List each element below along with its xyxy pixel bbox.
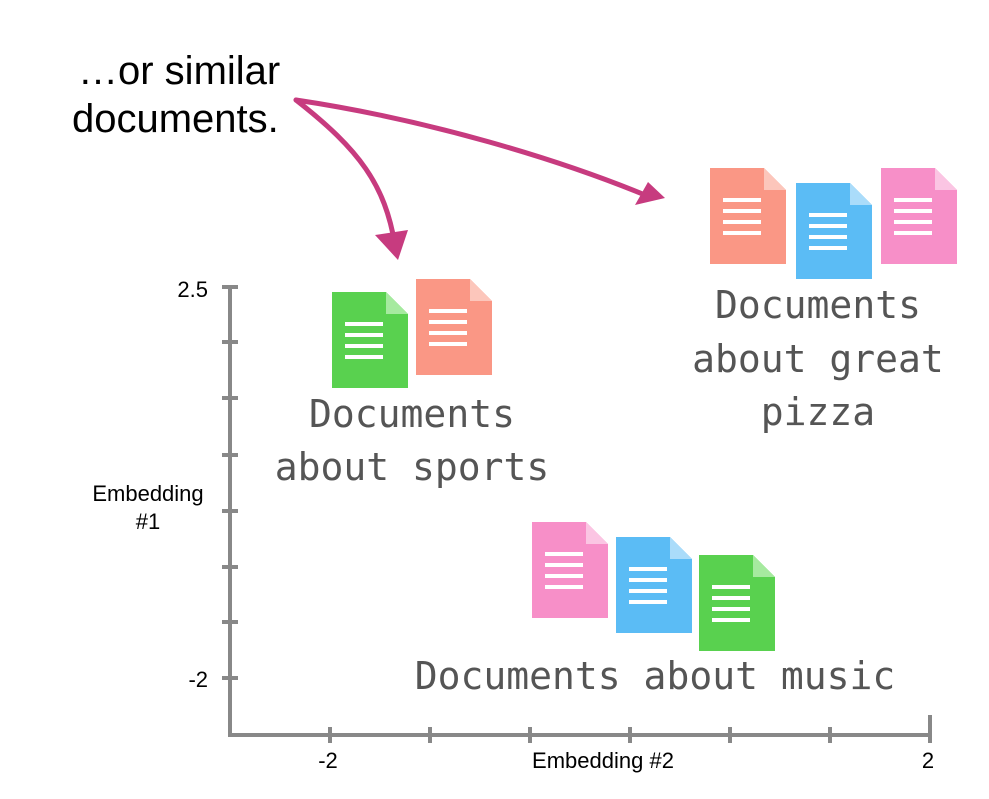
document-icon bbox=[332, 292, 408, 388]
document-icon bbox=[710, 168, 786, 264]
arrow-icon bbox=[293, 97, 665, 205]
caption-line-2: documents. bbox=[72, 97, 279, 141]
y-tick-top: 2.5 bbox=[177, 277, 208, 302]
sports-cluster-label-line-2: about sports bbox=[275, 445, 550, 489]
document-icon bbox=[796, 183, 872, 279]
x-tick-left: -2 bbox=[318, 748, 338, 773]
x-tick-right: 2 bbox=[922, 748, 934, 773]
caption-line-1: …or similar bbox=[78, 49, 280, 93]
y-tick-bottom: -2 bbox=[188, 667, 208, 692]
music-cluster-label: Documents about music bbox=[415, 654, 895, 698]
pizza-cluster-label-line-2: about great bbox=[692, 337, 944, 381]
x-axis bbox=[228, 715, 932, 743]
arrow-icon bbox=[293, 97, 408, 260]
x-axis-label: Embedding #2 bbox=[532, 748, 674, 773]
y-axis-label-line-1: Embedding bbox=[92, 481, 203, 506]
y-axis bbox=[222, 285, 238, 735]
sports-cluster-label-line-1: Documents bbox=[309, 392, 515, 436]
y-axis-label-line-2: #1 bbox=[136, 509, 160, 534]
document-icon bbox=[699, 555, 775, 651]
pizza-cluster-label-line-1: Documents bbox=[715, 283, 921, 327]
document-icon bbox=[616, 537, 692, 633]
document-icon bbox=[532, 522, 608, 618]
document-icon bbox=[881, 168, 957, 264]
document-icon bbox=[416, 279, 492, 375]
pizza-cluster-label-line-3: pizza bbox=[761, 390, 875, 434]
